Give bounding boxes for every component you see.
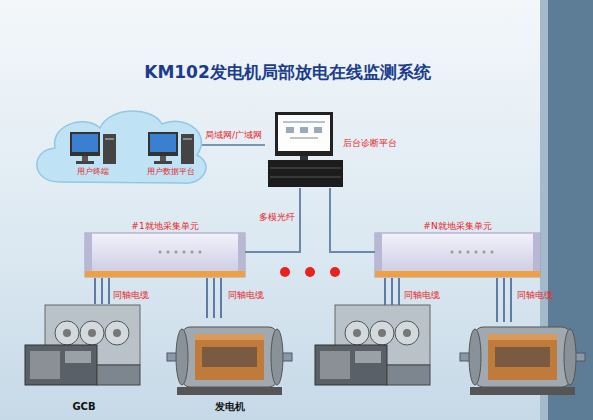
connector [207,278,221,318]
gcb-device: GCB [22,304,146,412]
gcb-illustration [315,305,430,385]
user-terminal-icon [70,132,116,164]
diagram-title: KM102发电机局部放电在线监测系统 [0,61,575,84]
user-terminal: 用户终端 [64,128,122,178]
edge-label: 同轴电缆 [228,290,264,300]
continuation-dots [280,267,340,277]
connector [245,188,300,252]
gcb-illustration [25,305,140,385]
diagnosis-server: 后台诊断平台 [265,112,397,188]
connector [330,188,375,252]
network-cloud [37,111,206,183]
node-label: #1就地采集单元 [131,221,198,231]
node-label: 用户终端 [77,167,109,176]
edge-label: 同轴电缆 [113,290,149,300]
generator-illustration [167,327,292,395]
cable-label: 同轴电缆 [404,290,440,300]
node-label: 用户数据平台 [147,167,195,176]
edge-label: 多模光纤 [259,212,295,222]
acquisition-unit: #N就地采集单元 [375,220,540,278]
generator-device: 发电机 [165,318,295,412]
user-data-platform: 用户数据平台 [140,128,202,178]
edge-label: 局域网/广域网 [205,130,262,140]
server-icon [268,112,343,187]
acquisition-unit-n [375,233,540,277]
node-label: 后台诊断平台 [343,138,397,148]
acquisition-unit: #1就地采集单元 [85,220,245,278]
node-label: 发电机 [215,401,245,413]
connector [202,144,265,146]
acquisition-unit-1 [85,233,245,277]
connector [95,278,109,304]
user-data-platform-icon [148,132,194,164]
cable-label: 同轴电缆 [517,290,553,300]
generator-illustration [460,327,585,395]
node-label: #N就地采集单元 [423,221,491,231]
node-label: GCB [72,401,95,413]
